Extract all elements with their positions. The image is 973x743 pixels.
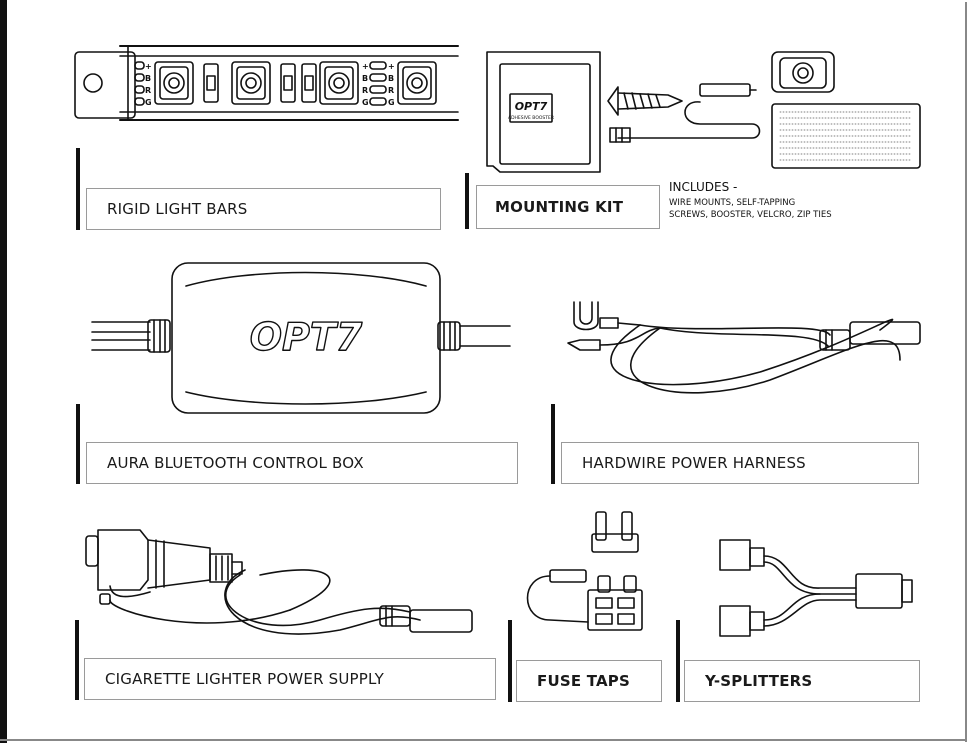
pin-g-left: G — [145, 98, 152, 107]
fuse-taps-illustration — [526, 511, 643, 631]
pin-r-right: R — [388, 86, 394, 95]
control-box-logo: OPT7 — [250, 315, 363, 359]
cigarette-lighter-illustration — [85, 529, 473, 635]
velcro-texture — [779, 111, 913, 161]
mounting-kit-label: MOUNTING KIT — [476, 185, 660, 229]
cigarette-supply-marker — [75, 620, 79, 700]
booster-brand: OPT7 — [515, 100, 548, 113]
frame-bottom-edge — [0, 739, 967, 741]
cigarette-supply-text: CIGARETTE LIGHTER POWER SUPPLY — [105, 670, 384, 688]
control-box-illustration — [91, 262, 511, 414]
frame-right-edge — [965, 2, 967, 742]
y-splitters-text: Y-SPLITTERS — [705, 672, 813, 690]
pin-b-right: B — [388, 74, 394, 83]
booster-text: OPT7 ADHESIVE BOOSTER — [508, 100, 554, 121]
mounting-kit-marker — [465, 173, 469, 229]
pin-plus-left: + — [145, 62, 152, 71]
pin-g-right: G — [388, 98, 395, 107]
includes-line-2: SCREWS, BOOSTER, VELCRO, ZIP TIES — [669, 210, 832, 220]
pin-b-left: B — [145, 74, 151, 83]
fuse-taps-marker — [508, 620, 512, 702]
fuse-taps-label: FUSE TAPS — [516, 660, 662, 702]
hardwire-harness-label: HARDWIRE POWER HARNESS — [561, 442, 919, 484]
hardwire-harness-text: HARDWIRE POWER HARNESS — [582, 454, 806, 472]
pin-b-mid: B — [362, 74, 368, 83]
mounting-kit-text: MOUNTING KIT — [495, 198, 624, 216]
includes-line-1: WIRE MOUNTS, SELF-TAPPING — [669, 198, 796, 208]
hardwire-harness-illustration — [567, 301, 921, 394]
frame-left-edge — [0, 0, 7, 743]
hardwire-harness-marker — [551, 404, 555, 484]
pin-r-left: R — [145, 86, 151, 95]
cigarette-supply-label: CIGARETTE LIGHTER POWER SUPPLY — [84, 658, 496, 700]
y-splitters-label: Y-SPLITTERS — [684, 660, 920, 702]
rigid-light-bars-text: RIGID LIGHT BARS — [107, 200, 248, 218]
pin-plus-mid: + — [362, 62, 369, 71]
control-box-marker — [76, 404, 80, 484]
pin-g-mid: G — [362, 98, 369, 107]
control-box-text: AURA BLUETOOTH CONTROL BOX — [107, 454, 364, 472]
mounting-kit-illustration — [486, 51, 921, 173]
y-splitters-illustration — [719, 539, 913, 637]
rigid-light-bar-illustration — [74, 45, 459, 121]
control-box-label: AURA BLUETOOTH CONTROL BOX — [86, 442, 518, 484]
y-splitters-marker — [676, 620, 680, 702]
rigid-light-bars-label: RIGID LIGHT BARS — [86, 188, 441, 230]
rigid-light-bars-marker — [76, 148, 80, 230]
fuse-taps-text: FUSE TAPS — [537, 672, 630, 690]
pin-letters: + B R G + B R G + B R G — [145, 62, 395, 107]
pin-r-mid: R — [362, 86, 368, 95]
pin-plus-right: + — [388, 62, 395, 71]
booster-caption: ADHESIVE BOOSTER — [508, 115, 554, 121]
includes-title: INCLUDES - — [669, 180, 738, 194]
